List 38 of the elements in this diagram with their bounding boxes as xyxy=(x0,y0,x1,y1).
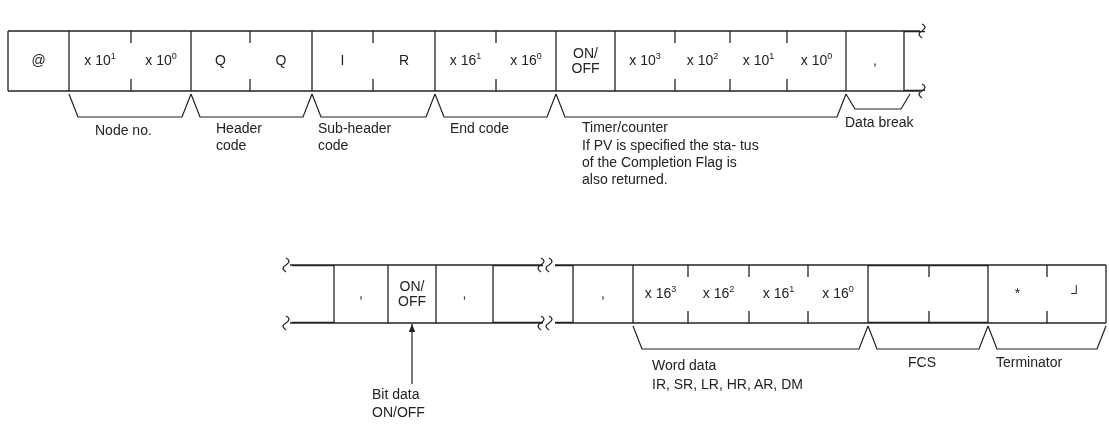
field-value: , xyxy=(600,286,606,302)
field-value: ┘ xyxy=(1070,286,1083,302)
field-label: Node no. xyxy=(95,122,153,139)
field-value: x 16$^{0}$ xyxy=(821,286,855,302)
field-value: Q xyxy=(214,53,227,69)
field-label: Header code xyxy=(216,120,263,154)
field-value: x 10$^{1}$ xyxy=(83,53,117,69)
field-value: x 10$^{0}$ xyxy=(144,53,178,69)
field-label: Timer/counter xyxy=(582,119,669,136)
field-label: FCS xyxy=(908,354,937,371)
field-value: , xyxy=(872,53,878,69)
field-value: , xyxy=(461,286,468,302)
field-value: * xyxy=(1013,286,1022,302)
arrow xyxy=(408,323,416,385)
field-value: @ xyxy=(30,53,47,69)
field-value: Q xyxy=(274,53,288,69)
field-value: R xyxy=(397,53,411,69)
field-label: Word data xyxy=(652,357,718,374)
field-label: Sub-header code xyxy=(318,120,393,154)
callout-text: Bit data ON/OFF xyxy=(372,386,462,426)
field-label: Data break xyxy=(845,114,915,131)
field-value: x 16$^{3}$ xyxy=(643,286,678,302)
field-value: , xyxy=(358,286,364,302)
field-value: x 16$^{1}$ xyxy=(448,53,483,69)
field-value: x 10$^{0}$ xyxy=(799,53,834,69)
field-label: IR, SR, LR, HR, AR, DM xyxy=(652,376,804,393)
field-value: x 16$^{2}$ xyxy=(701,286,736,302)
field-label: End code xyxy=(450,120,511,137)
field-value: x 10$^{1}$ xyxy=(741,53,776,69)
field-value: x 16$^{0}$ xyxy=(509,53,543,69)
note-text: If PV is specified the sta- tus of the Completion Flag is also returned. xyxy=(582,137,760,188)
field-value: I xyxy=(339,53,346,69)
field-value: x 16$^{1}$ xyxy=(761,286,796,302)
field-value: ON/ OFF xyxy=(397,278,427,310)
field-value: x 10$^{2}$ xyxy=(685,53,720,69)
field-value: ON/ OFF xyxy=(570,45,601,77)
field-value: x 10$^{3}$ xyxy=(628,53,662,69)
field-label: Terminator xyxy=(996,354,1064,371)
